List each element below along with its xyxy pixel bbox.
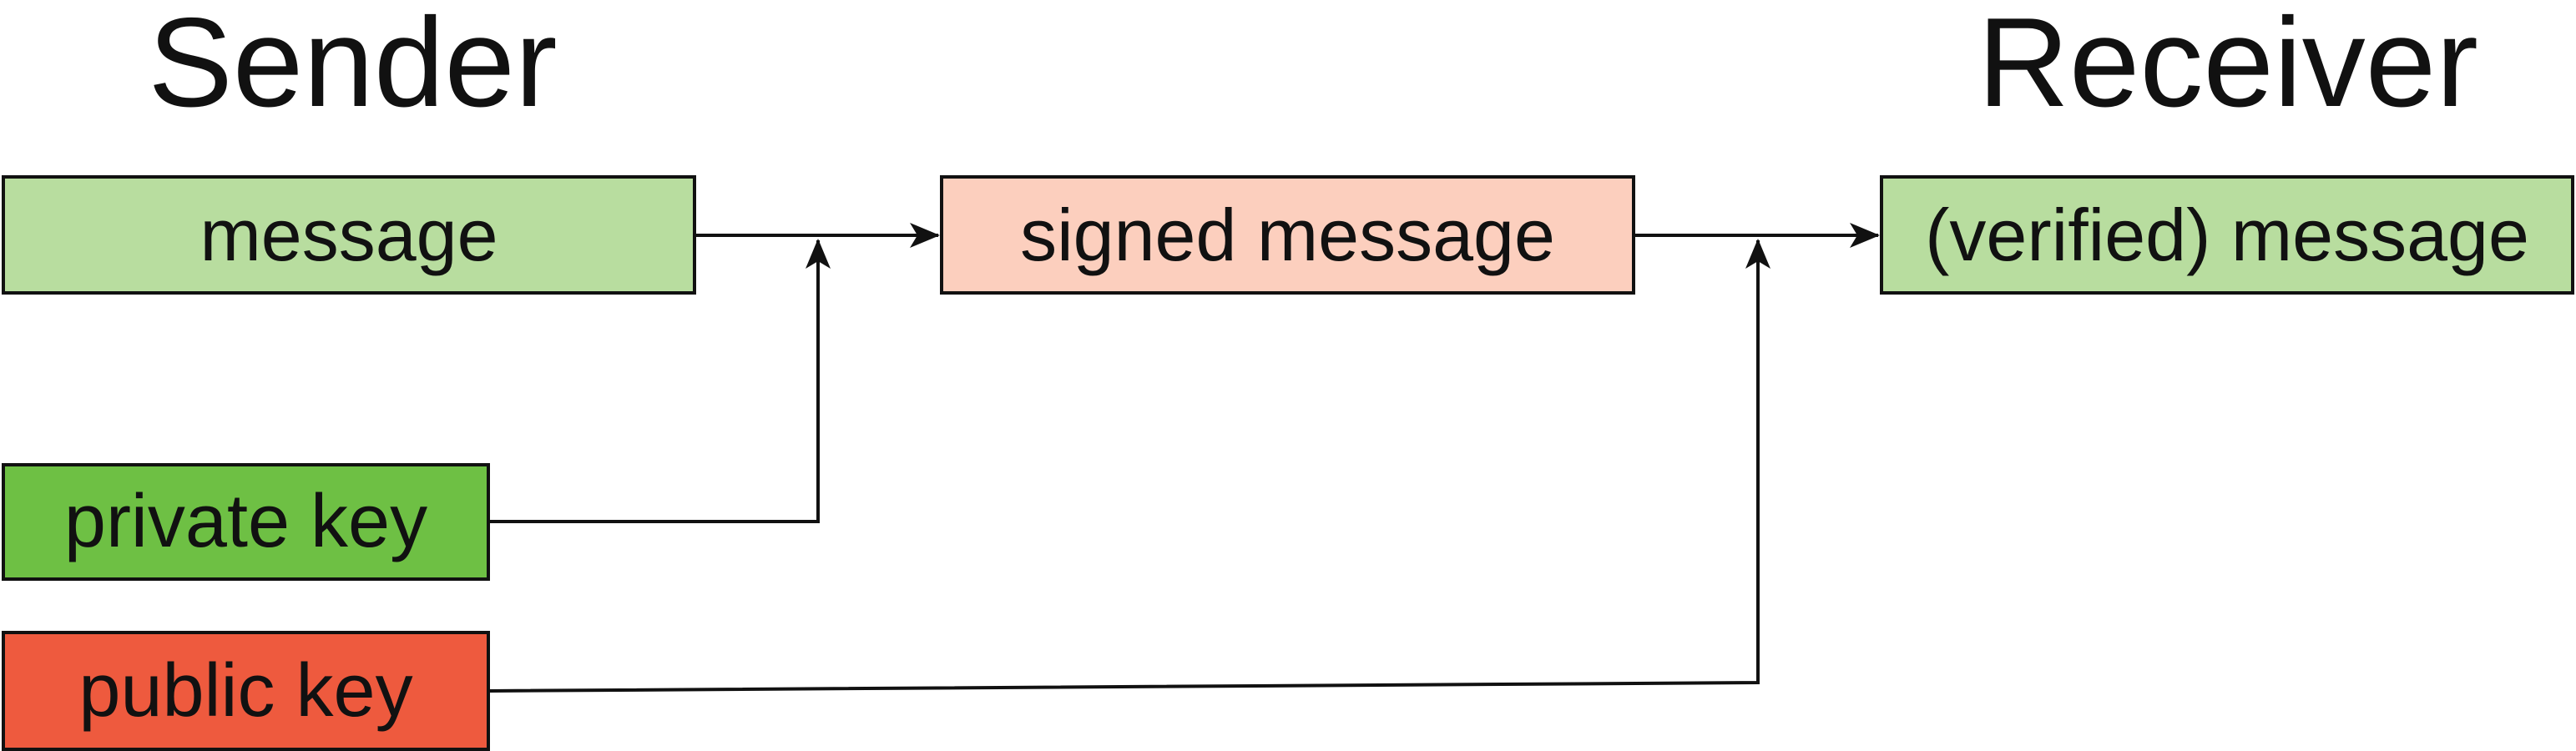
signed-message-label: signed message xyxy=(1020,193,1555,276)
verified-message-node: (verified) message xyxy=(1880,175,2574,295)
public-key-label: public key xyxy=(78,648,413,733)
receiver-heading: Receiver xyxy=(1977,0,2478,134)
edge-public-key-to-verification xyxy=(489,239,1770,693)
private-key-node: private key xyxy=(2,463,490,581)
message-label: message xyxy=(200,193,498,276)
signed-message-node: signed message xyxy=(940,175,1635,295)
edge-private-key-to-signing xyxy=(490,239,831,523)
public-key-node: public key xyxy=(2,631,490,751)
verified-message-label: (verified) message xyxy=(1925,193,2529,276)
private-key-label: private key xyxy=(63,480,428,563)
sender-heading: Sender xyxy=(148,0,558,134)
message-node: message xyxy=(2,175,696,295)
